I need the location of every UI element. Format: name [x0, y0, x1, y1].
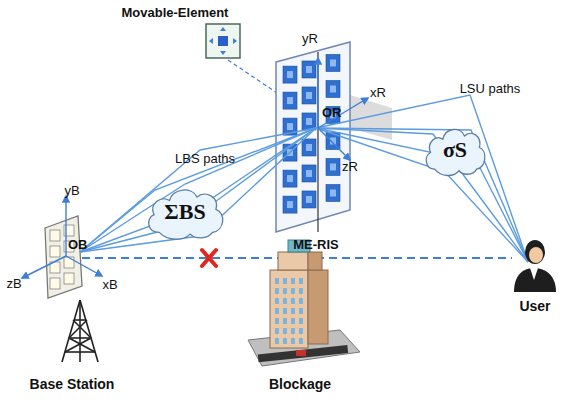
diagram-label: xB [102, 278, 117, 291]
movable-element-icon [206, 24, 280, 95]
diagram-label: yB [64, 184, 79, 197]
diagram-label: LSU paths [460, 82, 521, 95]
diagram-label: Blockage [269, 377, 331, 391]
diagram-label: LBS paths [175, 152, 235, 165]
axes [22, 58, 368, 278]
me-ris-panel [276, 42, 350, 232]
user-figure [514, 240, 556, 292]
diagram-label: OB [68, 238, 88, 251]
cloud-label: σS [443, 137, 467, 163]
ray-paths [80, 95, 528, 262]
diagram-label: xR [370, 86, 386, 99]
cloud-label: ΣBS [164, 199, 205, 225]
diagram-label: OR [322, 106, 342, 119]
diagram-label: User [519, 299, 550, 313]
diagram-label: Base Station [30, 377, 115, 391]
diagram-label: ME-RIS [293, 238, 339, 251]
scatter-cloud: σS [421, 121, 489, 179]
blocked-cross [202, 250, 216, 266]
ris-shadow [350, 95, 392, 140]
diagram-label: zR [342, 160, 358, 173]
diagram-label: Movable-Element [122, 6, 229, 19]
diagram-label: yR [302, 32, 318, 45]
tower [62, 300, 98, 362]
blockage-building [248, 240, 360, 366]
diagram-label: zB [6, 277, 21, 290]
scatter-cloud: ΣBS [142, 181, 228, 243]
